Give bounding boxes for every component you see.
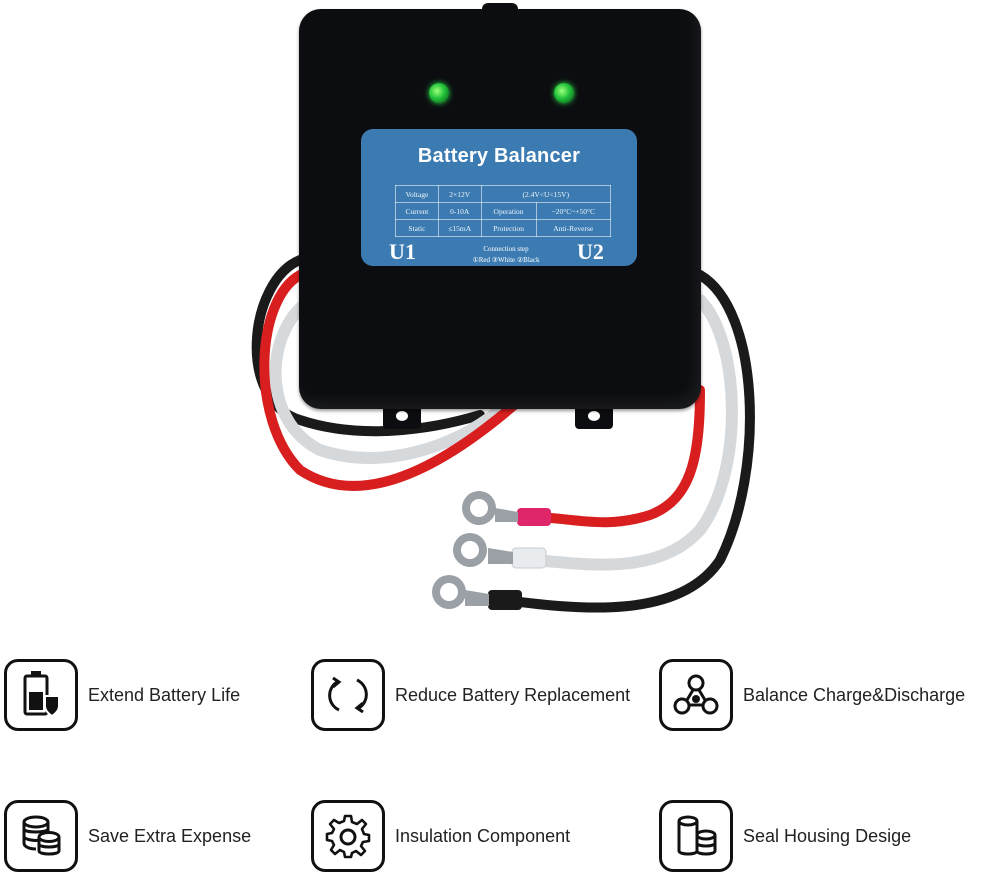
spec-table: Voltage 2×12V (2.4V<U<15V) Current 0-10A… xyxy=(395,185,612,237)
spec-cell: Current xyxy=(395,202,439,220)
white-wire-right xyxy=(529,294,738,571)
ring-terminal-red xyxy=(462,491,551,526)
black-wire-right xyxy=(500,270,755,613)
white-wire-left xyxy=(269,294,506,464)
spec-row-static: Static ≤15mA Protection Anti-Reverse xyxy=(395,219,612,237)
device-label: Battery Balancer Voltage 2×12V (2.4V<U<1… xyxy=(361,129,637,266)
coin-stack-icon xyxy=(4,800,78,872)
spec-cell: 0-10A xyxy=(437,202,482,220)
network-nodes-icon xyxy=(659,659,733,731)
feature-reduce-battery-replacement: Reduce Battery Replacement xyxy=(311,655,630,735)
battery-shield-icon xyxy=(4,659,78,731)
cylinders-icon xyxy=(659,800,733,872)
status-led-u2 xyxy=(554,83,574,103)
feature-insulation-component: Insulation Component xyxy=(311,796,570,876)
spec-cell: Static xyxy=(395,219,439,237)
spec-cell: ≤15mA xyxy=(437,219,482,237)
u1-label: U1 xyxy=(389,239,416,264)
connection-step-title: Connection step xyxy=(483,245,529,253)
spec-row-current: Current 0-10A Operation −20°C~+50°C xyxy=(395,202,612,220)
wires-illustration xyxy=(251,255,755,613)
red-wire-left xyxy=(259,270,525,491)
gear-icon xyxy=(311,800,385,872)
status-led-u1 xyxy=(429,83,449,103)
feature-label: Extend Battery Life xyxy=(88,684,241,705)
feature-balance-charge-discharge: Balance Charge&Discharge xyxy=(659,655,965,735)
connection-step: Connection step ①Red ③White ②Black xyxy=(461,244,551,266)
feature-label: Save Extra Expense xyxy=(88,825,252,846)
ring-terminal-white xyxy=(453,533,547,569)
spec-cell: (2.4V<U<15V) xyxy=(480,185,612,203)
spec-cell: −20°C~+50°C xyxy=(535,202,612,220)
device-top-knob xyxy=(482,3,518,15)
red-wire-right xyxy=(545,385,705,528)
feature-seal-housing-design: Seal Housing Desige xyxy=(659,796,911,876)
spec-cell: 2×12V xyxy=(437,185,482,203)
feature-label: Seal Housing Desige xyxy=(743,825,912,846)
spec-cell: Voltage xyxy=(395,185,439,203)
spec-cell: Operation xyxy=(480,202,537,220)
connection-step-order: ①Red ③White ②Black xyxy=(472,256,540,264)
spec-cell: Protection xyxy=(480,219,537,237)
feature-label: Balance Charge&Discharge xyxy=(743,684,966,705)
u2-label: U2 xyxy=(577,239,604,264)
feature-extend-battery-life: Extend Battery Life xyxy=(4,655,240,735)
feature-label: Insulation Component xyxy=(395,825,571,846)
refresh-icon xyxy=(311,659,385,731)
spec-row-voltage: Voltage 2×12V (2.4V<U<15V) xyxy=(395,185,612,203)
battery-balancer-device: Battery Balancer Voltage 2×12V (2.4V<U<1… xyxy=(299,3,701,409)
feature-label: Reduce Battery Replacement xyxy=(395,684,631,705)
black-wire-left xyxy=(251,255,485,437)
device-title: Battery Balancer xyxy=(417,145,581,167)
spec-cell: Anti-Reverse xyxy=(535,219,612,237)
ring-terminal-black xyxy=(432,575,522,610)
feature-save-extra-expense: Save Extra Expense xyxy=(4,796,251,876)
